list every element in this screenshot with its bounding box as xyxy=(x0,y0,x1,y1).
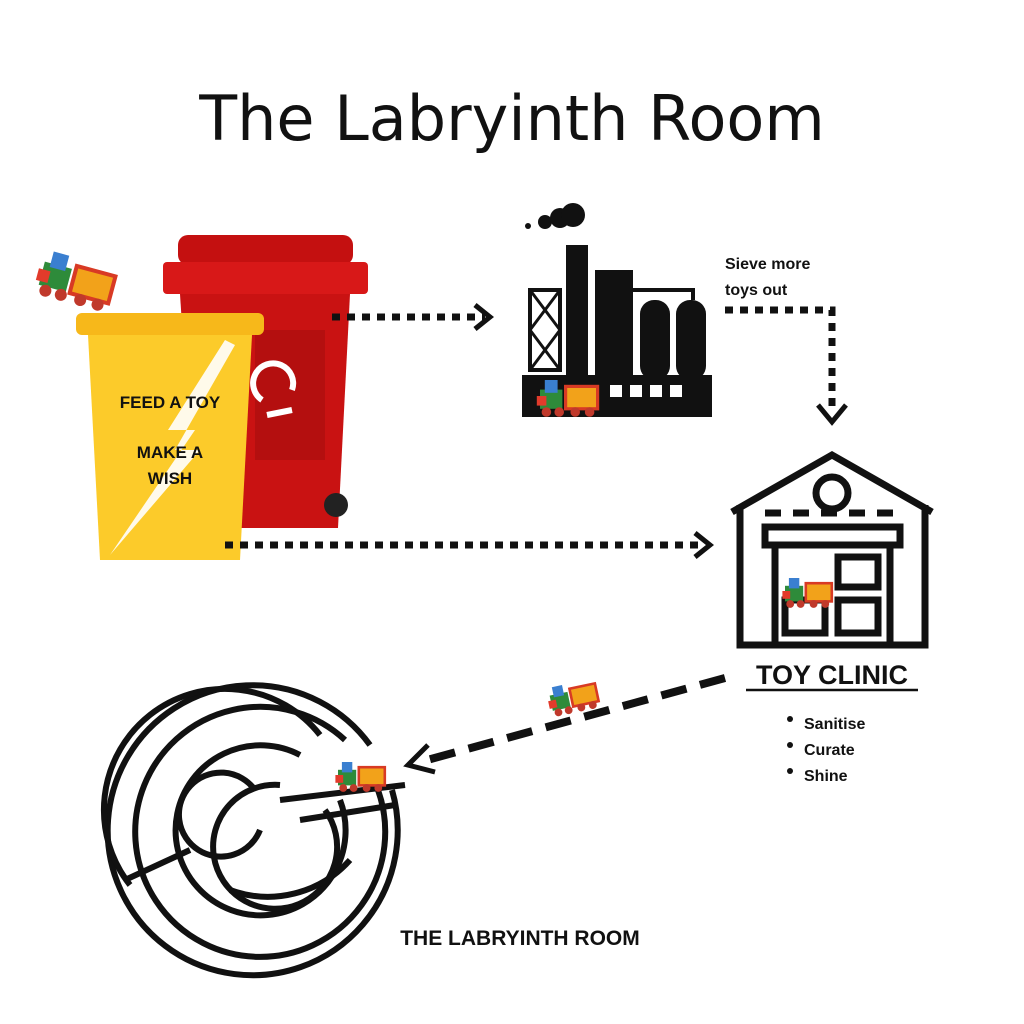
arrow-factory-to-clinic xyxy=(725,306,848,426)
clinic-step: Curate xyxy=(804,742,855,759)
arrow-bin-to-factory xyxy=(332,303,495,331)
factory-icon xyxy=(522,203,712,417)
warehouse-icon xyxy=(730,450,934,649)
maze-icon xyxy=(100,682,406,979)
toy-clinic-label: TOY CLINIC xyxy=(756,660,908,690)
factory-note-line2: toys out xyxy=(725,282,788,299)
arrow-bin-to-clinic xyxy=(225,531,715,559)
factory-note-line1: Sieve more xyxy=(725,256,810,273)
recycle-icon xyxy=(250,360,297,418)
bin-text-line3: WISH xyxy=(148,469,192,488)
clinic-step: Shine xyxy=(804,768,848,785)
arrow-clinic-to-maze xyxy=(403,674,727,775)
maze-label: THE LABRYINTH ROOM xyxy=(400,927,640,950)
bin-text-line2: MAKE A xyxy=(137,443,203,462)
toy-train-icon xyxy=(30,246,120,316)
page-title: The Labryinth Room xyxy=(198,82,824,155)
yellow-bin: FEED A TOY MAKE A WISH xyxy=(76,313,264,560)
clinic-steps-list: Sanitise Curate Shine xyxy=(787,716,865,785)
lightning-icon xyxy=(110,340,235,555)
clinic-step: Sanitise xyxy=(804,716,865,733)
bin-text-line1: FEED A TOY xyxy=(120,393,221,412)
